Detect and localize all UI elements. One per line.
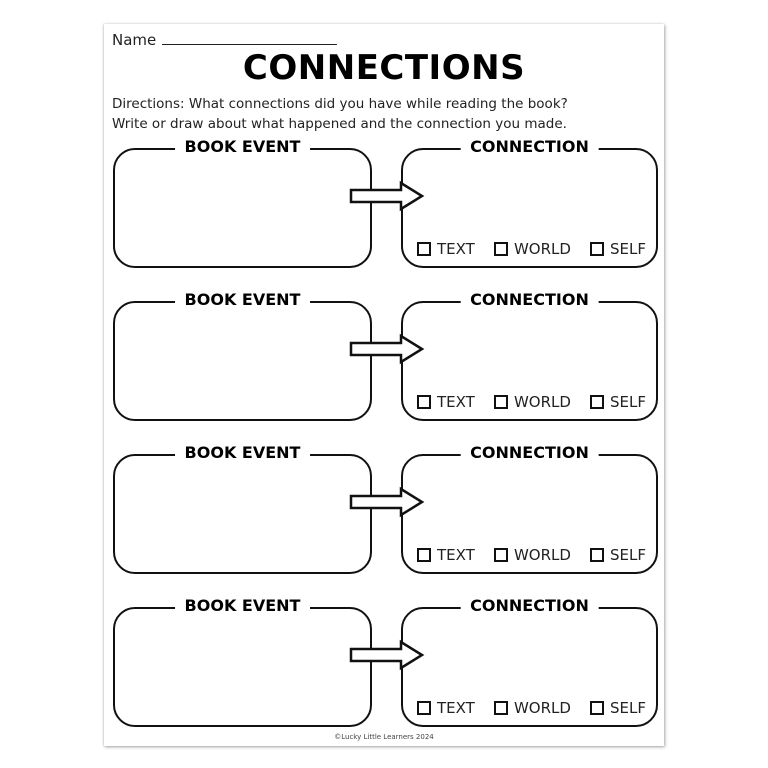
- connection-row-3: BOOK EVENT CONNECTION TEXT WORLD SELF: [104, 443, 664, 576]
- checkbox-icon[interactable]: [417, 395, 431, 409]
- option-text[interactable]: TEXT: [417, 699, 475, 717]
- checkbox-icon[interactable]: [493, 701, 508, 715]
- option-text-label: TEXT: [437, 393, 475, 411]
- option-world-label: WORLD: [513, 546, 571, 564]
- book-event-label: BOOK EVENT: [174, 137, 311, 156]
- option-text[interactable]: TEXT: [417, 240, 475, 258]
- checkbox-icon[interactable]: [590, 701, 605, 715]
- option-self[interactable]: SELF: [590, 546, 646, 564]
- checkbox-icon[interactable]: [493, 548, 508, 562]
- arrow-right-icon: [349, 180, 425, 212]
- option-text-label: TEXT: [437, 699, 475, 717]
- option-text[interactable]: TEXT: [417, 546, 475, 564]
- directions-line-2: Write or draw about what happened and th…: [112, 116, 567, 132]
- checkbox-icon[interactable]: [493, 395, 508, 409]
- checkbox-icon[interactable]: [590, 395, 605, 409]
- connection-row-2: BOOK EVENT CONNECTION TEXT WORLD SELF: [104, 290, 664, 423]
- checkbox-icon[interactable]: [590, 548, 605, 562]
- arrow-right-icon: [349, 486, 425, 518]
- name-row: Name: [112, 30, 338, 49]
- arrow-right-icon: [349, 333, 425, 365]
- option-self-label: SELF: [610, 393, 646, 411]
- name-label: Name: [112, 31, 157, 49]
- book-event-label: BOOK EVENT: [174, 596, 311, 615]
- connection-options: TEXT WORLD SELF: [417, 393, 646, 411]
- connection-box[interactable]: CONNECTION TEXT WORLD SELF: [401, 290, 658, 421]
- name-field[interactable]: [162, 30, 338, 45]
- connection-row-4: BOOK EVENT CONNECTION TEXT WORLD SELF: [104, 596, 664, 729]
- copyright-footer: ©Lucky Little Learners 2024: [334, 733, 434, 741]
- connection-box[interactable]: CONNECTION TEXT WORLD SELF: [401, 443, 658, 574]
- checkbox-icon[interactable]: [590, 242, 605, 256]
- connection-label: CONNECTION: [460, 137, 599, 156]
- page-title: CONNECTIONS: [242, 48, 526, 88]
- book-event-label: BOOK EVENT: [174, 290, 311, 309]
- checkbox-icon[interactable]: [417, 548, 431, 562]
- connection-label: CONNECTION: [460, 596, 599, 615]
- connection-box[interactable]: CONNECTION TEXT WORLD SELF: [401, 596, 658, 727]
- book-event-box[interactable]: BOOK EVENT: [113, 596, 372, 727]
- option-self[interactable]: SELF: [590, 699, 646, 717]
- option-self[interactable]: SELF: [590, 393, 646, 411]
- option-self[interactable]: SELF: [590, 240, 646, 258]
- arrow-right-icon: [349, 639, 425, 671]
- option-text-label: TEXT: [437, 240, 475, 258]
- connection-box[interactable]: CONNECTION TEXT WORLD SELF: [401, 137, 658, 268]
- option-world[interactable]: WORLD: [493, 240, 571, 258]
- checkbox-icon[interactable]: [493, 242, 508, 256]
- option-world-label: WORLD: [513, 393, 571, 411]
- option-world[interactable]: WORLD: [493, 699, 571, 717]
- option-self-label: SELF: [610, 240, 646, 258]
- option-world[interactable]: WORLD: [493, 393, 571, 411]
- option-self-label: SELF: [610, 699, 646, 717]
- option-self-label: SELF: [610, 546, 646, 564]
- directions-line-1: Directions: What connections did you hav…: [112, 96, 568, 112]
- checkbox-icon[interactable]: [417, 242, 431, 256]
- book-event-box[interactable]: BOOK EVENT: [113, 290, 372, 421]
- connection-label: CONNECTION: [460, 443, 599, 462]
- option-text[interactable]: TEXT: [417, 393, 475, 411]
- option-world-label: WORLD: [513, 240, 571, 258]
- checkbox-icon[interactable]: [417, 701, 431, 715]
- connection-label: CONNECTION: [460, 290, 599, 309]
- book-event-box[interactable]: BOOK EVENT: [113, 443, 372, 574]
- option-world[interactable]: WORLD: [493, 546, 571, 564]
- connection-options: TEXT WORLD SELF: [417, 546, 646, 564]
- connection-options: TEXT WORLD SELF: [417, 699, 646, 717]
- connection-row-1: BOOK EVENT CONNECTION TEXT WORLD SELF: [104, 137, 664, 270]
- option-world-label: WORLD: [513, 699, 571, 717]
- book-event-label: BOOK EVENT: [174, 443, 311, 462]
- option-text-label: TEXT: [437, 546, 475, 564]
- book-event-box[interactable]: BOOK EVENT: [113, 137, 372, 268]
- connection-options: TEXT WORLD SELF: [417, 240, 646, 258]
- directions: Directions: What connections did you hav…: [112, 94, 657, 134]
